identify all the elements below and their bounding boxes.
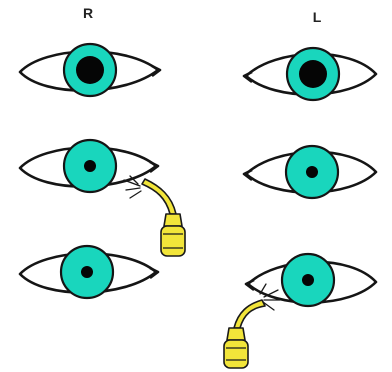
pupil-constricted — [306, 166, 318, 178]
pupil-constricted — [302, 274, 314, 286]
penlight-icon — [124, 176, 185, 256]
pupil-dilated — [299, 60, 327, 88]
label-left: L — [313, 9, 322, 25]
right-eye-row3 — [20, 246, 158, 298]
left-eye-row1 — [244, 48, 376, 100]
right-eye-row1 — [20, 44, 160, 96]
pupil-dilated — [76, 56, 104, 84]
pupil-constricted — [81, 266, 93, 278]
left-eye-row2 — [244, 146, 376, 198]
label-right: R — [83, 5, 93, 21]
left-eye-row3 — [246, 254, 376, 306]
pupil-constricted — [84, 160, 96, 172]
